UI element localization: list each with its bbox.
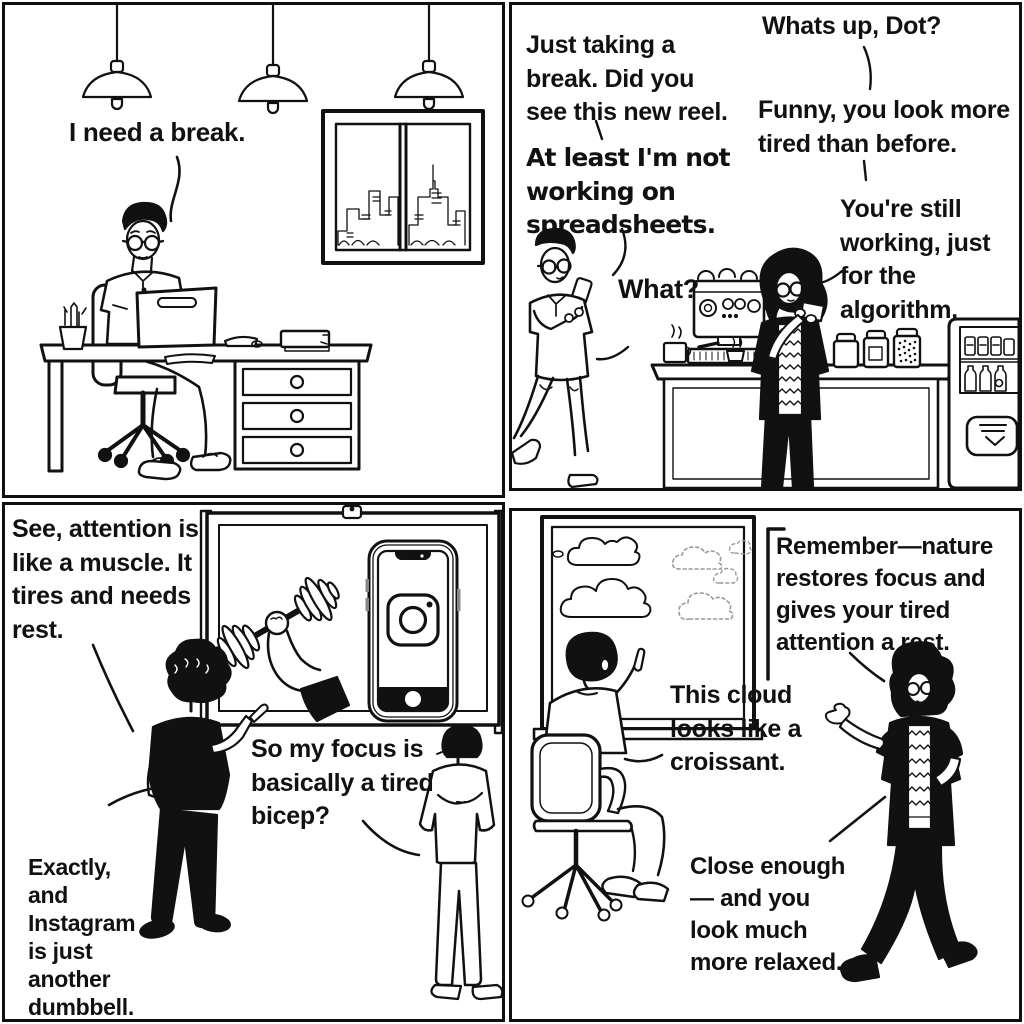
cans [964, 336, 1015, 356]
panel-window: Remember—nature restores focus and gives… [509, 508, 1022, 1022]
bottles [964, 365, 1007, 392]
woman-gesturing [824, 641, 978, 983]
fist [264, 610, 290, 636]
panel-coffee-bar: Just taking a break. Did you see this ne… [509, 2, 1022, 491]
man-pointing-cloud [521, 631, 670, 922]
dispenser-flap [965, 415, 1019, 457]
glasses-icon [536, 258, 572, 275]
speech-attention-muscle: See, attention is like a muscle. It tire… [12, 515, 199, 644]
jars [832, 327, 922, 369]
office-scene [39, 5, 485, 481]
whiteboard-scene [91, 505, 502, 1001]
espresso-machine [662, 268, 774, 365]
pendant-lamp-icon [237, 5, 309, 115]
panel-office: I need a break. [2, 2, 505, 498]
speech-tails [623, 651, 887, 843]
listener-back [418, 724, 502, 1001]
open-hand [824, 702, 851, 725]
speech-taking-break: Just taking a break. Did you see this ne… [526, 31, 728, 126]
pendant-lamp-icon [393, 5, 465, 111]
speech-croissant: This cloud looks like a croissant. [670, 681, 802, 776]
man-walking-phone [512, 227, 599, 488]
coffee-bar-scene [512, 45, 1019, 488]
home-button [405, 691, 421, 707]
sketchy-clouds [671, 539, 752, 621]
window-scene [521, 515, 978, 983]
speech-nature-restores: Remember—nature restores focus and gives… [776, 533, 993, 657]
stapler [223, 335, 263, 348]
sleeve-cuff [299, 675, 351, 723]
speech-spreadsheets: At least I'm not working on spreadsheets… [526, 143, 731, 239]
speech-tail [169, 155, 181, 223]
pendant-lamp-icon [81, 5, 153, 111]
espresso-cup [722, 337, 752, 364]
speech-what: What? [618, 274, 699, 304]
man-legs [137, 359, 232, 481]
speech-algorithm: You're still working, just for the algor… [840, 195, 991, 324]
vending-machine [947, 317, 1019, 488]
speech-tired-bicep: So my focus is basically a tired bicep? [251, 735, 434, 830]
speech-funny-tired: Funny, you look more tired than before. [758, 96, 1010, 158]
glasses-icon [121, 234, 165, 252]
skyline [337, 164, 466, 246]
speech-close-enough: Close enough — and you look much more re… [690, 853, 846, 977]
glasses-icon [906, 681, 934, 696]
dumbbell-drawing [214, 576, 351, 723]
coffee-mug [662, 324, 692, 364]
speech-tails [91, 643, 421, 857]
cloud [552, 536, 652, 618]
city-window [321, 109, 485, 265]
panel-whiteboard: See, attention is like a muscle. It tire… [2, 502, 505, 1022]
speech-dumbbell: Exactly, and Instagram is just another d… [28, 854, 136, 1021]
monitor [135, 286, 218, 365]
presenter-pointing [139, 638, 269, 939]
glasses-icon [775, 281, 805, 298]
cup-in-hands [767, 300, 826, 360]
armrest [598, 766, 627, 815]
phone-drawing [365, 539, 461, 723]
chair-seat [532, 819, 633, 833]
coffee-beans [897, 339, 917, 364]
speech-tails [594, 45, 872, 361]
speech-whats-up: Whats up, Dot? [762, 12, 942, 40]
speech-need-break: I need a break. [69, 117, 246, 147]
book [279, 329, 331, 352]
barista-dot [750, 247, 830, 488]
pencil-cup [58, 302, 88, 351]
instagram-logo-icon [386, 593, 440, 647]
drawers [241, 367, 353, 465]
